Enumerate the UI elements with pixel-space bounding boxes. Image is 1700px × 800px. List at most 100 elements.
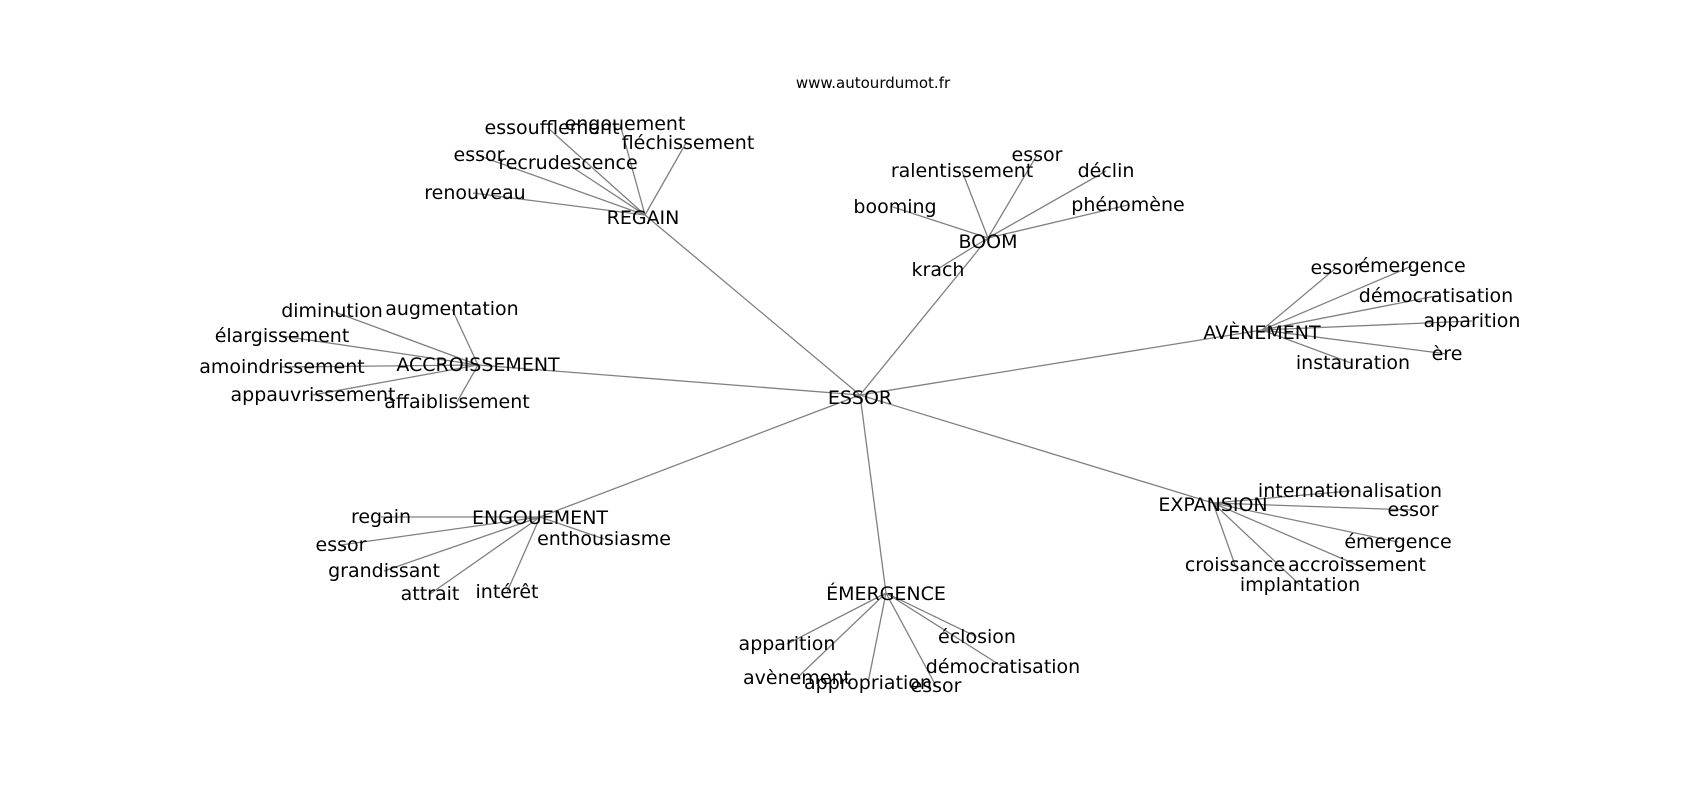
edge-0-5	[472, 192, 646, 216]
word-node[interactable]: essor	[911, 675, 962, 697]
word-node[interactable]: ralentissement	[891, 160, 1033, 182]
word-node[interactable]: émergence	[1358, 255, 1465, 277]
site-watermark: www.autourdumot.fr	[796, 74, 951, 92]
group-node[interactable]: ENGOUEMENT	[472, 507, 608, 529]
center-node[interactable]: ESSOR	[828, 387, 892, 409]
word-node[interactable]: enthousiasme	[537, 528, 671, 550]
edge-6-5	[1212, 502, 1301, 586]
edge-0-4	[565, 162, 646, 216]
edge-2-2	[1261, 295, 1437, 331]
edge-2-1	[1261, 265, 1413, 331]
group-node[interactable]: ACCROISSEMENT	[396, 354, 560, 376]
word-node[interactable]: appauvrissement	[231, 384, 396, 406]
edge-1-5	[935, 237, 989, 271]
edge-5-3	[885, 592, 937, 687]
word-node[interactable]: essoufflement	[485, 117, 620, 139]
edge-4-1	[340, 516, 541, 546]
word-node[interactable]: internationalisation	[1258, 480, 1442, 502]
edge-2-0	[1261, 267, 1337, 331]
group-node[interactable]: REGAIN	[607, 207, 680, 229]
edge-2-5	[1261, 329, 1352, 364]
edge-center-4	[539, 394, 861, 518]
edge-4-4	[506, 516, 541, 593]
edge-1-4	[987, 204, 1129, 239]
edge-3-3	[281, 364, 479, 368]
word-node[interactable]: diminution	[281, 300, 383, 322]
edge-0-1	[619, 123, 646, 216]
word-node[interactable]: démocratisation	[926, 656, 1080, 678]
group-node[interactable]: BOOM	[958, 231, 1017, 253]
word-node[interactable]: essor	[1311, 257, 1362, 279]
edge-1-0	[961, 170, 989, 239]
word-node[interactable]: regain	[351, 506, 411, 528]
edge-center-3	[477, 364, 861, 396]
graph-edges	[281, 123, 1473, 687]
edge-4-3	[429, 516, 541, 595]
word-node[interactable]: ère	[1432, 343, 1463, 365]
edge-5-2	[867, 592, 887, 684]
word-node[interactable]: affaiblissement	[384, 391, 529, 413]
word-node[interactable]: apparition	[1424, 310, 1521, 332]
edge-4-2	[383, 516, 541, 572]
edge-5-0	[786, 592, 887, 645]
word-node[interactable]: essor	[1012, 144, 1063, 166]
edge-2-4	[1261, 329, 1448, 355]
edge-center-6	[859, 394, 1214, 504]
edge-1-2	[987, 170, 1107, 239]
word-node[interactable]: apparition	[739, 633, 836, 655]
word-node[interactable]: booming	[853, 196, 936, 218]
edge-6-0	[1212, 490, 1351, 504]
edge-3-1	[451, 308, 479, 366]
edge-4-5	[539, 516, 605, 540]
word-node[interactable]: essor	[316, 534, 367, 556]
edge-center-5	[859, 394, 887, 594]
word-node[interactable]: engouement	[565, 113, 686, 135]
word-node[interactable]: élargissement	[215, 325, 350, 347]
word-node[interactable]: croissance	[1185, 554, 1285, 576]
edge-6-4	[1212, 502, 1358, 566]
word-node[interactable]: démocratisation	[1359, 285, 1513, 307]
edge-6-2	[1212, 502, 1399, 543]
word-node[interactable]: avènement	[743, 667, 851, 689]
word-node[interactable]: krach	[912, 259, 965, 281]
edge-0-3	[476, 154, 646, 216]
edge-5-4	[885, 592, 1004, 668]
edge-3-4	[312, 364, 479, 396]
edge-0-2	[644, 142, 687, 216]
edge-center-0	[644, 214, 861, 396]
edge-center-2	[859, 329, 1263, 396]
word-node[interactable]: grandissant	[328, 560, 440, 582]
word-node[interactable]: appropriation	[804, 672, 932, 694]
edge-6-1	[1212, 502, 1414, 511]
word-node[interactable]: renouveau	[424, 182, 525, 204]
word-node[interactable]: éclosion	[938, 626, 1016, 648]
word-node[interactable]: fléchissement	[622, 132, 755, 154]
group-node[interactable]: AVÈNEMENT	[1203, 321, 1321, 344]
group-node[interactable]: EXPANSION	[1158, 494, 1267, 516]
edge-center-1	[859, 237, 989, 396]
group-node[interactable]: ÉMERGENCE	[826, 582, 946, 605]
word-node[interactable]: intérêt	[476, 581, 539, 603]
edge-5-1	[796, 592, 887, 679]
word-node[interactable]: attrait	[401, 583, 460, 605]
edge-5-5	[885, 592, 978, 638]
word-node[interactable]: phénomène	[1071, 194, 1184, 216]
edge-3-0	[331, 310, 479, 366]
edge-0-0	[547, 127, 646, 216]
word-node[interactable]: accroissement	[1288, 554, 1426, 576]
edge-6-3	[1212, 502, 1236, 566]
word-node[interactable]: déclin	[1078, 160, 1135, 182]
word-node[interactable]: essor	[1388, 499, 1439, 521]
edge-3-5	[456, 364, 479, 403]
word-node[interactable]: augmentation	[385, 298, 518, 320]
word-node[interactable]: recrudescence	[498, 152, 637, 174]
edge-2-3	[1261, 320, 1473, 331]
word-node[interactable]: implantation	[1240, 574, 1360, 596]
word-node[interactable]: émergence	[1344, 531, 1451, 553]
word-node[interactable]: instauration	[1296, 352, 1410, 374]
edge-3-2	[281, 335, 479, 366]
word-node[interactable]: amoindrissement	[199, 356, 364, 378]
word-node[interactable]: essor	[454, 144, 505, 166]
edge-1-3	[892, 206, 989, 239]
